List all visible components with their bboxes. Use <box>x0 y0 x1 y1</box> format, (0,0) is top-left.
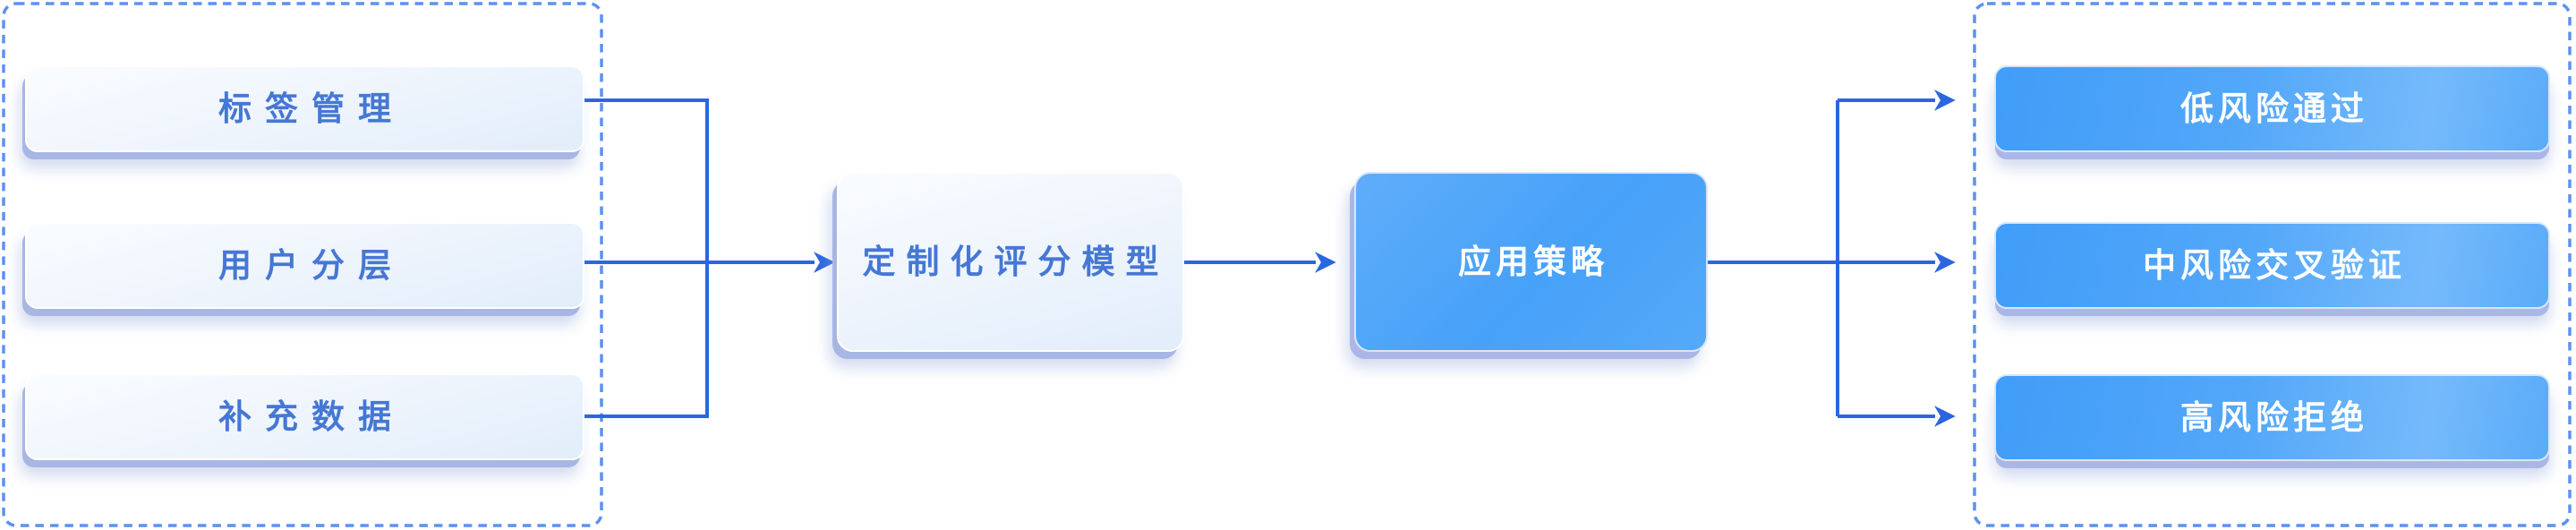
node-mid-risk-cross-validation: 中风险交叉验证 <box>1994 222 2550 309</box>
node-low-risk-pass: 低风险通过 <box>1994 65 2550 152</box>
input-group-dashed-border <box>2 2 603 527</box>
node-custom-scoring-model-text: 定制化评分模型 <box>862 244 1170 280</box>
node-high-risk-reject: 高风险拒绝 <box>1994 374 2550 461</box>
node-user-segmentation: 用户分层 <box>25 222 584 309</box>
node-supplementary-data: 补充数据 <box>25 373 584 460</box>
node-application-strategy: 应用策略 <box>1354 172 1708 352</box>
node-custom-scoring-model: 定制化评分模型 <box>837 172 1184 352</box>
node-low-risk-pass-text: 低风险通过 <box>2180 90 2368 127</box>
node-user-segmentation-text: 用户分层 <box>218 247 405 284</box>
node-supplementary-data-text: 补充数据 <box>218 398 405 435</box>
strategy-fanout-line <box>1708 100 1839 416</box>
node-label-management: 标签管理 <box>25 65 584 152</box>
input-fanin-line <box>584 98 709 418</box>
node-label-management-text: 标签管理 <box>218 90 405 127</box>
node-mid-risk-cross-validation-text: 中风险交叉验证 <box>2143 247 2406 284</box>
node-high-risk-reject-text: 高风险拒绝 <box>2180 399 2368 436</box>
node-application-strategy-text: 应用策略 <box>1458 244 1608 280</box>
outcome-group-dashed-border <box>1973 2 2572 527</box>
